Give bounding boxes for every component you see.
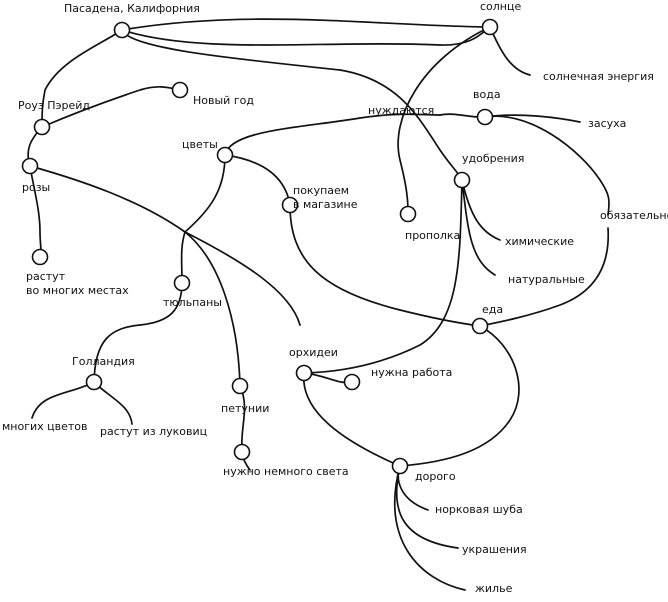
node-water[interactable]	[476, 108, 494, 126]
edge-water-required	[484, 115, 610, 216]
label-sun: солнце	[480, 0, 522, 13]
label-required: обязательно	[600, 209, 668, 222]
edge-expensive-housing	[394, 465, 466, 591]
node-little-light[interactable]	[233, 443, 251, 461]
edge-center-petunias	[184, 231, 241, 386]
label-mink-coat: норковая шуба	[435, 503, 523, 516]
edge-center-orchids	[184, 231, 301, 326]
label-food: еда	[482, 303, 504, 316]
node-fertilizer[interactable]	[453, 171, 471, 189]
label-grow-many: растут во многих местах	[26, 270, 129, 297]
node-orchids[interactable]	[295, 364, 313, 382]
label-flowers: цветы	[182, 138, 218, 151]
edge-pasadena-fertilizer	[121, 29, 463, 181]
label-natural: натуральные	[508, 273, 585, 286]
label-chemical: химические	[505, 235, 574, 248]
edge-fertilizer-chemical	[461, 179, 501, 241]
node-tulips[interactable]	[173, 274, 191, 292]
label-petunias: петунии	[221, 402, 270, 415]
node-grow-many[interactable]	[31, 248, 49, 266]
node-buy-store[interactable]	[281, 196, 299, 214]
label-grow-bulbs: растут из луковиц	[100, 425, 208, 438]
nodes	[21, 18, 499, 475]
edge-roseparade-newyear	[41, 85, 181, 128]
node-needs-work[interactable]	[343, 373, 361, 391]
label-orchids: орхидеи	[289, 346, 338, 359]
label-water: вода	[473, 88, 501, 101]
node-pasadena[interactable]	[113, 21, 131, 39]
node-new-year[interactable]	[171, 81, 189, 99]
label-little-light: нужно немного света	[223, 465, 349, 478]
node-weeding[interactable]	[399, 205, 417, 223]
node-petunias[interactable]	[231, 377, 249, 395]
label-jewelry: украшения	[462, 543, 527, 556]
edge-flowers-center	[184, 154, 226, 233]
label-tulips: тюльпаны	[163, 296, 222, 309]
label-drought: засуха	[588, 117, 627, 130]
label-needs-work: нужна работа	[371, 366, 453, 379]
label-housing: жилье	[475, 582, 513, 595]
edge-holland-bulbs	[93, 381, 133, 425]
edge-orchids-expensive	[302, 372, 401, 467]
node-rose-parade[interactable]	[33, 118, 51, 136]
edge-sun-weeding	[397, 26, 491, 213]
edge-pasadena-sun-2	[121, 26, 491, 46]
node-sun[interactable]	[481, 18, 499, 36]
edge-fertilizer-natural	[461, 179, 496, 276]
edge-tulips-holland	[93, 281, 183, 383]
edge-fertilizer-orchids	[303, 179, 463, 374]
edge-pasadena-sun	[121, 18, 491, 31]
edge-buy-food	[289, 204, 481, 327]
label-roses: розы	[22, 181, 51, 194]
label-solar-energy: солнечная энергия	[543, 70, 654, 83]
edge-center-tulips	[180, 231, 186, 283]
label-many-flowers: многих цветов	[2, 420, 88, 433]
label-holland: Голландия	[72, 355, 135, 368]
edge-roses-center	[29, 165, 186, 233]
label-expensive: дорого	[415, 470, 456, 483]
node-flowers[interactable]	[216, 146, 234, 164]
label-fertilizer: удобрения	[462, 152, 525, 165]
label-rose-parade: Роуз Пэрейд	[18, 99, 91, 112]
edge-roses-grow	[29, 165, 42, 256]
label-weeding: прополка	[405, 229, 461, 242]
label-new-year: Новый год	[193, 94, 254, 107]
label-pasadena: Пасадена, Калифорния	[64, 2, 200, 15]
node-holland[interactable]	[85, 373, 103, 391]
edge-pasadena-roseparade	[41, 29, 123, 128]
edge-holland-many	[31, 381, 95, 419]
label-buy-store: покупаем в магазине	[293, 184, 358, 211]
node-expensive[interactable]	[391, 457, 409, 475]
edge-flowers-buy	[224, 154, 291, 206]
edge-flowers-need	[224, 113, 441, 156]
edge-sun-solar	[489, 26, 531, 76]
label-need: нуждаются	[368, 104, 435, 117]
edge-required-food	[479, 227, 610, 327]
node-roses[interactable]	[21, 157, 39, 175]
node-food[interactable]	[471, 317, 489, 335]
edge-food-expensive	[399, 325, 520, 467]
